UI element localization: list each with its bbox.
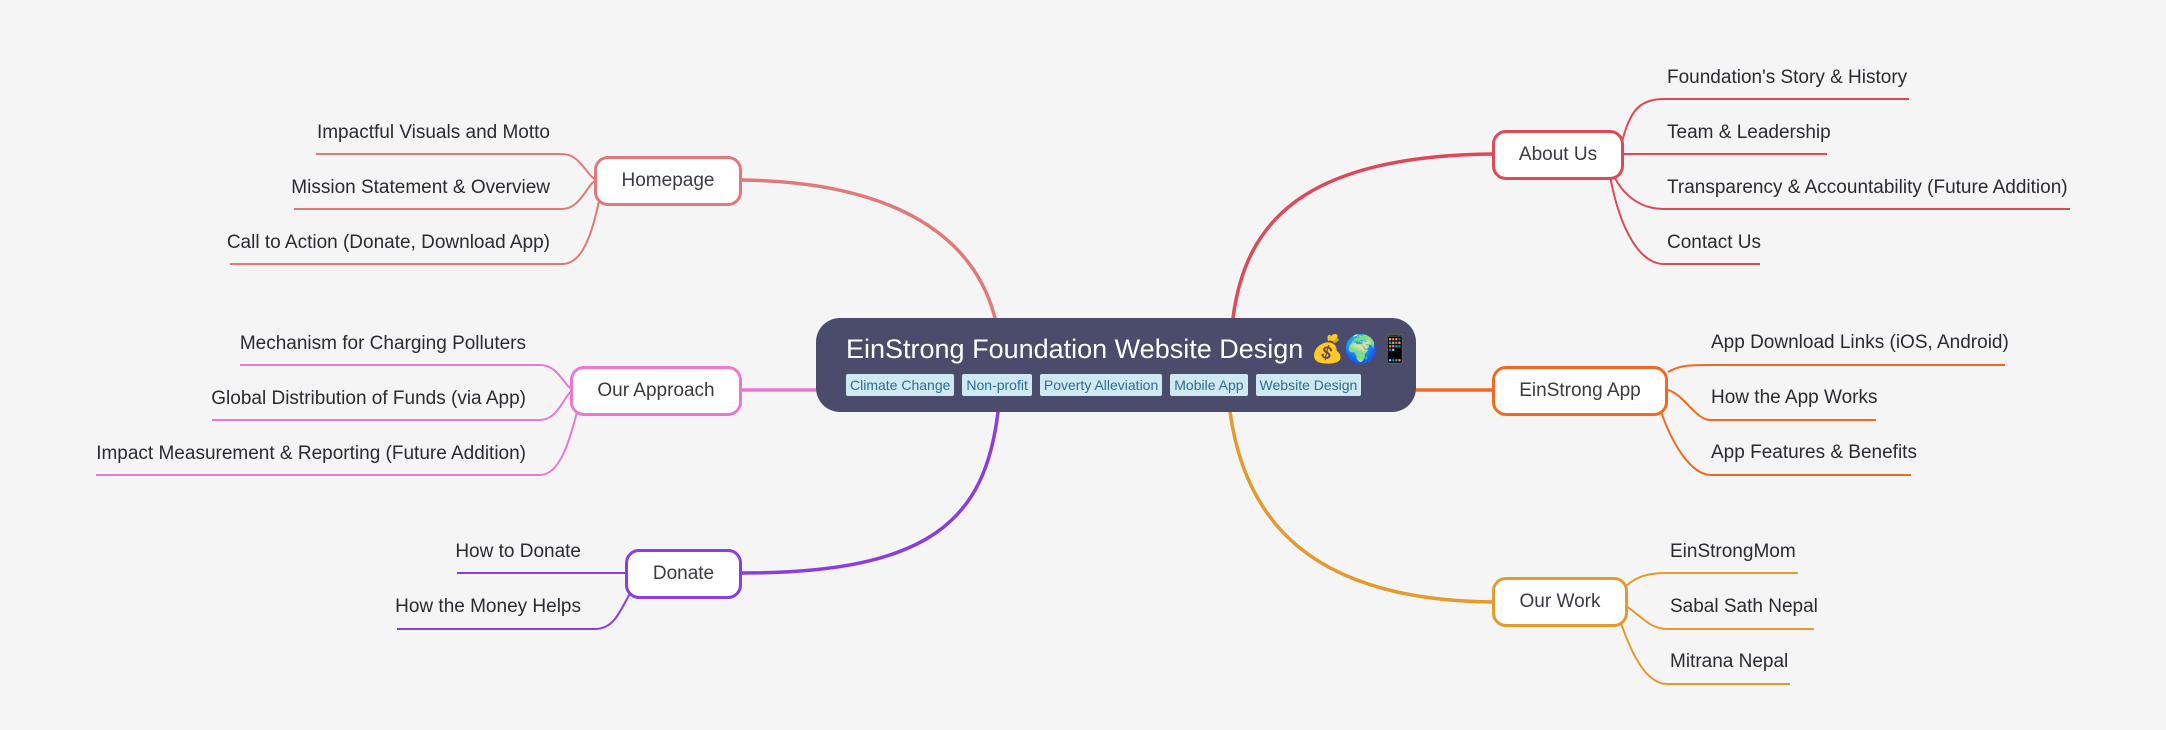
leaf-app-features[interactable]: App Features & Benefits (1711, 442, 1917, 463)
leaf-how-to-donate[interactable]: How to Donate (455, 541, 581, 562)
branch-label: Our Approach (597, 380, 715, 401)
leaf-team-leadership[interactable]: Team & Leadership (1667, 122, 1831, 143)
tag[interactable]: Non-profit (962, 374, 1032, 396)
leaf-impact-measurement[interactable]: Impact Measurement & Reporting (Future A… (96, 443, 526, 464)
branch-our-approach[interactable]: Our Approach (570, 366, 742, 416)
leaf-line (397, 589, 633, 630)
leaf-line (1619, 619, 1790, 685)
leaf-line (1659, 407, 1911, 476)
branch-donate[interactable]: Donate (625, 549, 742, 599)
leaf-how-money-helps[interactable]: How the Money Helps (395, 596, 581, 617)
branch-label: Our Work (1519, 591, 1601, 612)
tag[interactable]: Climate Change (846, 374, 955, 396)
leaf-line (1609, 175, 1760, 265)
leaf-line (1621, 98, 1909, 143)
leaf-impactful-visuals[interactable]: Impactful Visuals and Motto (316, 122, 550, 143)
branch-label: Donate (652, 563, 715, 584)
leaf-line (1667, 389, 1876, 421)
leaf-line (1623, 572, 1798, 589)
leaf-how-app-works[interactable]: How the App Works (1711, 387, 1878, 408)
leaf-transparency[interactable]: Transparency & Accountability (Future Ad… (1667, 177, 2068, 198)
branch-homepage[interactable]: Homepage (594, 156, 742, 206)
leaf-line (1623, 604, 1814, 630)
leaf-call-to-action[interactable]: Call to Action (Donate, Download App) (226, 232, 550, 253)
leaf-app-download-links[interactable]: App Download Links (iOS, Android) (1711, 332, 2009, 353)
tag[interactable]: Website Design (1255, 374, 1362, 396)
leaf-charging-polluters[interactable]: Mechanism for Charging Polluters (239, 333, 526, 354)
leaf-line (230, 195, 601, 265)
leaf-foundation-story[interactable]: Foundation's Story & History (1667, 67, 1908, 88)
leaf-einstrongmom[interactable]: EinStrongMom (1670, 541, 1796, 562)
leaf-line (1611, 171, 2070, 210)
leaf-line (1667, 364, 2005, 373)
branch-label: About Us (1518, 144, 1598, 165)
connector-about (1231, 152, 1494, 320)
branch-label: EinStrong App (1519, 380, 1641, 401)
leaf-contact-us[interactable]: Contact Us (1667, 232, 1761, 253)
branch-our-work[interactable]: Our Work (1492, 577, 1628, 627)
central-title: EinStrong Foundation Website Design 💰🌍📱 (846, 334, 1412, 364)
leaf-mitrana-nepal[interactable]: Mitrana Nepal (1670, 651, 1789, 672)
leaf-global-distribution[interactable]: Global Distribution of Funds (via App) (211, 388, 526, 409)
leaf-sabal-sath-nepal[interactable]: Sabal Sath Nepal (1670, 596, 1818, 617)
leaf-line (96, 407, 579, 476)
connector-donate (740, 410, 1000, 575)
leaf-mission-statement[interactable]: Mission Statement & Overview (291, 177, 550, 198)
tag[interactable]: Mobile App (1170, 374, 1248, 396)
branch-label: Homepage (621, 170, 715, 191)
connector-work (1228, 410, 1494, 604)
tag[interactable]: Poverty Alleviation (1039, 374, 1163, 396)
branch-einstrong-app[interactable]: EinStrong App (1492, 366, 1668, 416)
tag-list: Climate Change Non-profit Poverty Allevi… (846, 374, 1386, 396)
central-topic[interactable]: EinStrong Foundation Website Design 💰🌍📱 … (816, 318, 1416, 412)
connector-homepage (740, 178, 997, 320)
branch-about-us[interactable]: About Us (1492, 130, 1624, 180)
